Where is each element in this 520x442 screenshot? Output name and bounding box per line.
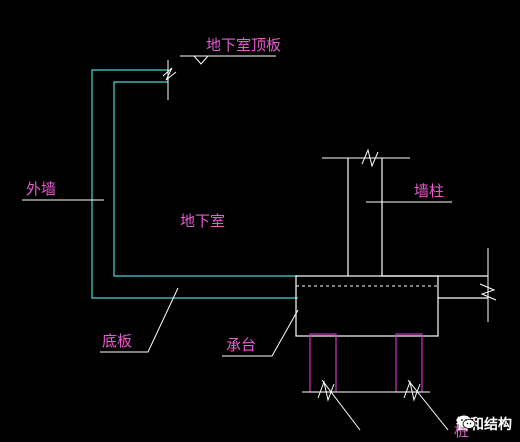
floor-slab-break-zigzag — [479, 283, 497, 301]
outer-wall-outer-face — [91, 69, 298, 299]
pile-leader-right — [407, 379, 449, 431]
wechat-icon — [457, 415, 476, 429]
watermark: 智和结构 — [456, 414, 512, 434]
roof-slab-break-zigzag — [162, 67, 177, 81]
label-floor-slab: 底板 — [102, 332, 132, 350]
level-triangle-icon — [192, 55, 210, 65]
label-outer-wall: 外墙 — [26, 180, 56, 198]
label-wall-column: 墙柱 — [414, 182, 444, 200]
pile-cap-outline — [295, 275, 439, 337]
label-roof-slab: 地下室顶板 — [206, 36, 281, 54]
label-pile-cap: 承台 — [226, 336, 256, 354]
wall-column-zigzag — [361, 148, 379, 168]
pile-cap-leader — [222, 309, 299, 357]
pile-leader-left — [321, 379, 361, 431]
label-basement: 地下室 — [180, 212, 225, 230]
outer-wall-inner-face — [113, 81, 298, 277]
floor-slab-leader — [100, 287, 179, 353]
